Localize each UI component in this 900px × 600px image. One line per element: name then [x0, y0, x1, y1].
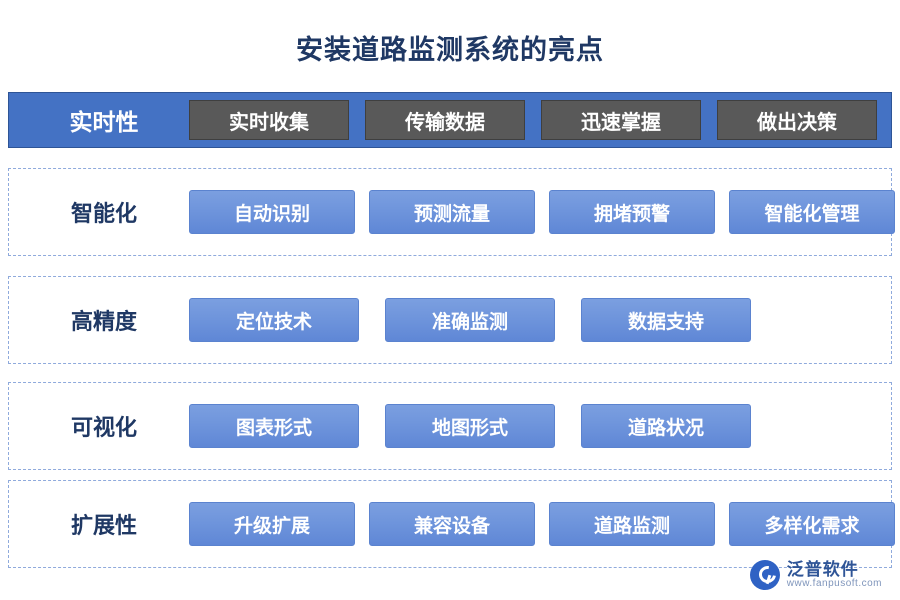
chip-realtime-3[interactable]: 迅速掌握: [541, 100, 701, 140]
chip-realtime-4[interactable]: 做出决策: [717, 100, 877, 140]
chip-intelligent-4[interactable]: 智能化管理: [729, 190, 895, 234]
chip-group-visualization: 图表形式 地图形式 道路状况: [189, 404, 881, 448]
chip-precision-3[interactable]: 数据支持: [581, 298, 751, 342]
chip-group-precision: 定位技术 准确监测 数据支持: [189, 298, 881, 342]
chip-realtime-1[interactable]: 实时收集: [189, 100, 349, 140]
chip-visualization-2[interactable]: 地图形式: [385, 404, 555, 448]
fanpu-logo-icon: [749, 560, 780, 590]
brand-name-cn: 泛普软件: [786, 559, 859, 579]
brand-logo: 泛普软件 www.fanpusoft.com: [749, 559, 882, 590]
chip-extensibility-1[interactable]: 升级扩展: [189, 502, 355, 546]
feature-row-precision: 高精度 定位技术 准确监测 数据支持: [8, 276, 892, 364]
row-label-intelligent: 智能化: [70, 201, 137, 226]
chip-visualization-3[interactable]: 道路状况: [581, 404, 751, 448]
chip-extensibility-2[interactable]: 兼容设备: [369, 502, 535, 546]
row-label-extensibility: 扩展性: [70, 513, 137, 538]
chip-extensibility-4[interactable]: 多样化需求: [729, 502, 895, 546]
row-label-visualization: 可视化: [70, 415, 137, 440]
chip-group-realtime: 实时收集 传输数据 迅速掌握 做出决策: [189, 100, 881, 140]
chip-precision-1[interactable]: 定位技术: [189, 298, 359, 342]
chip-realtime-2[interactable]: 传输数据: [365, 100, 525, 140]
chip-visualization-1[interactable]: 图表形式: [189, 404, 359, 448]
brand-name-en: www.fanpusoft.com: [786, 577, 882, 589]
feature-row-intelligent: 智能化 自动识别 预测流量 拥堵预警 智能化管理: [8, 168, 895, 256]
chip-extensibility-3[interactable]: 道路监测: [549, 502, 715, 546]
chip-group-extensibility: 升级扩展 兼容设备 道路监测 多样化需求: [189, 502, 895, 546]
page-title: 安装道路监测系统的亮点: [296, 35, 604, 65]
feature-row-visualization: 可视化 图表形式 地图形式 道路状况: [8, 382, 892, 470]
row-label-realtime: 实时性: [69, 109, 139, 135]
feature-row-realtime: 实时性 实时收集 传输数据 迅速掌握 做出决策: [8, 92, 892, 148]
feature-row-extensibility: 扩展性 升级扩展 兼容设备 道路监测 多样化需求: [8, 480, 895, 568]
row-label-precision: 高精度: [70, 309, 137, 334]
chip-intelligent-1[interactable]: 自动识别: [189, 190, 355, 234]
chip-group-intelligent: 自动识别 预测流量 拥堵预警 智能化管理: [189, 190, 895, 234]
brand-text: 泛普软件 www.fanpusoft.com: [786, 559, 882, 589]
chip-precision-2[interactable]: 准确监测: [385, 298, 555, 342]
chip-intelligent-3[interactable]: 拥堵预警: [549, 190, 715, 234]
chip-intelligent-2[interactable]: 预测流量: [369, 190, 535, 234]
